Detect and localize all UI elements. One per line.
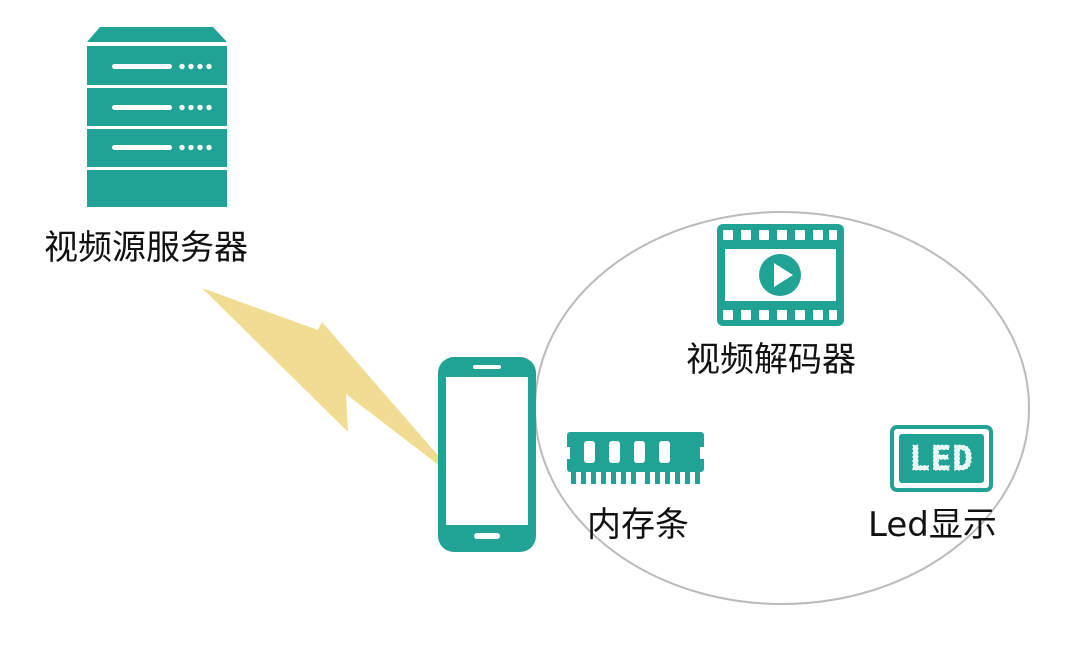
server-rack-icon [87, 27, 227, 207]
led-label: Led显示 [868, 505, 997, 545]
smartphone-icon [438, 357, 536, 552]
decoder-label: 视频解码器 [686, 340, 856, 380]
memory-label: 内存条 [587, 505, 689, 545]
lightning-bolt-icon [202, 288, 462, 483]
led-display-icon: LED [890, 425, 993, 492]
film-play-icon [717, 224, 844, 326]
ram-stick-icon [562, 432, 708, 484]
led-screen-text: LED [909, 439, 973, 479]
server-label: 视频源服务器 [44, 228, 248, 268]
